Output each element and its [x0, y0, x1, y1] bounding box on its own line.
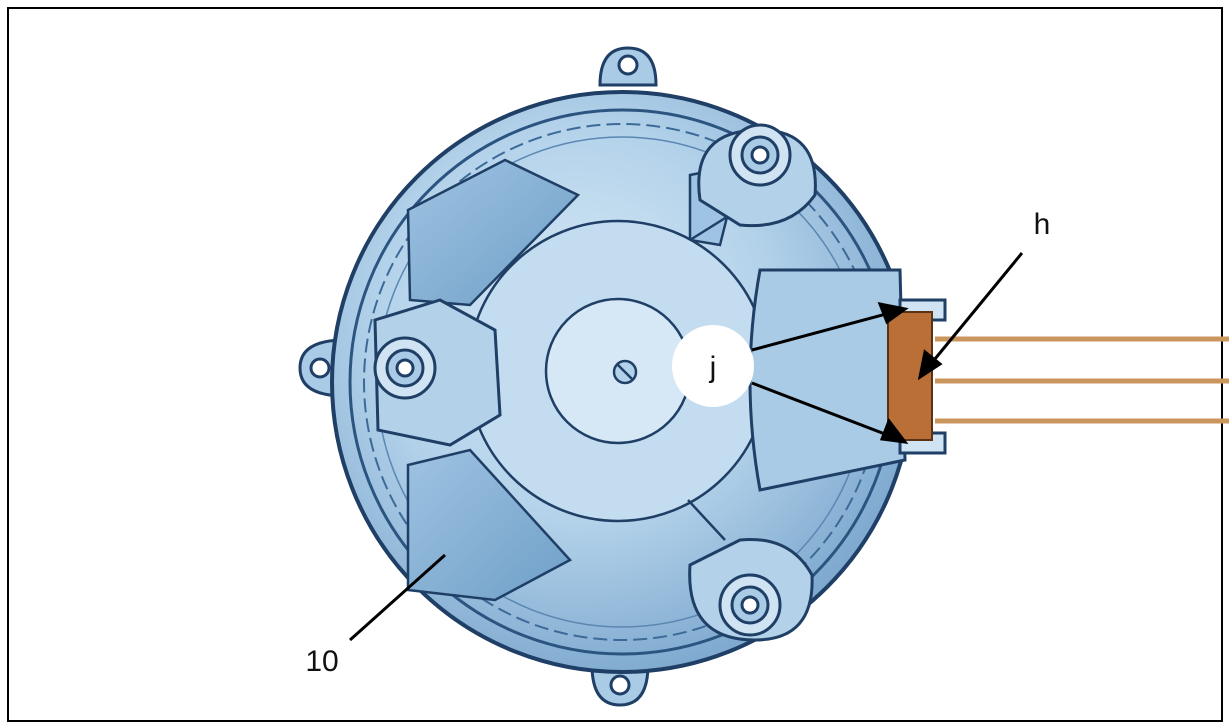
boss-bottom-right: [688, 537, 814, 642]
wire-bundle: [935, 336, 1229, 424]
callout-10: 10: [305, 553, 447, 678]
callout-h-arrow: [917, 252, 1024, 381]
callout-j: j: [672, 301, 909, 444]
frame-border: [7, 7, 1223, 722]
blade-upper-left: [406, 158, 581, 307]
callout-h-label: h: [1034, 208, 1051, 241]
mounting-ear-top: [598, 46, 658, 87]
center-screw: [612, 359, 638, 385]
boss-top-right: [697, 123, 817, 228]
callout-j-badge: [672, 325, 754, 407]
callout-j-arrows: [751, 301, 909, 444]
hub-assembly: [440, 213, 770, 541]
connector-socket: [748, 268, 907, 492]
mounting-ears: [298, 46, 658, 707]
spoke-bottom-right: [687, 499, 726, 541]
bosses: [373, 123, 817, 642]
boss-left: [373, 298, 502, 447]
spoke-top-right: [689, 213, 731, 242]
mounting-ear-bottom: [590, 663, 650, 707]
callout-h: h: [917, 208, 1051, 381]
callout-j-label: j: [709, 351, 717, 384]
connector-housing: [748, 268, 947, 492]
blade-lower-left: [406, 448, 573, 602]
connector-plug: [887, 311, 933, 441]
callout-10-label: 10: [305, 645, 338, 678]
callout-10-leader: [348, 553, 447, 642]
